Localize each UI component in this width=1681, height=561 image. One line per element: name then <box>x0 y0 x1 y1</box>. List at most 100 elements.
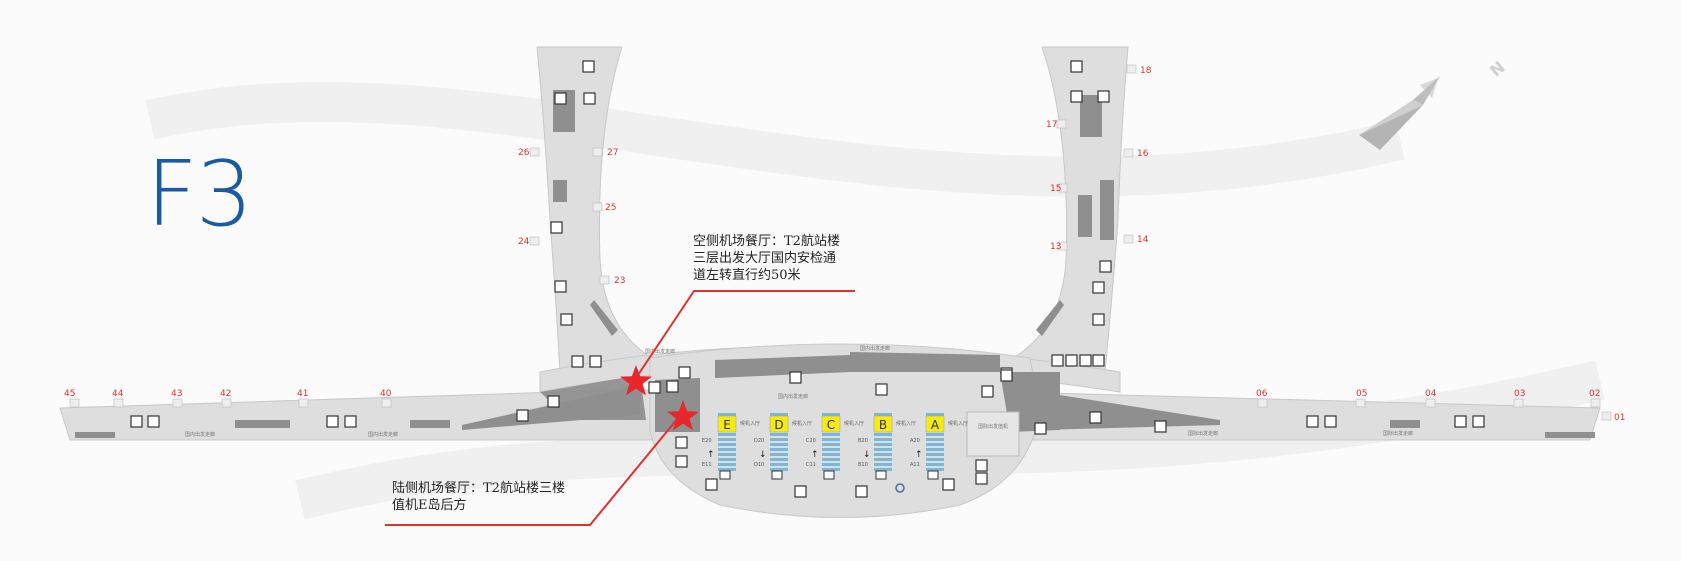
gate-number: 18 <box>1140 66 1152 76</box>
island-letter: C <box>827 418 835 432</box>
callout-line-text: 三层出发大厅国内安检通 <box>693 251 837 266</box>
callout-line-landside <box>385 411 684 526</box>
gate-number: 40 <box>380 389 392 399</box>
checkin-counter <box>822 443 840 446</box>
elevator-icon <box>1051 354 1064 367</box>
checkin-counter <box>874 458 892 461</box>
info-desk-icon <box>895 483 905 493</box>
intl-checkin-area: 国际出发值机 <box>966 411 1020 457</box>
checkin-counter <box>926 443 944 446</box>
checkin-counter <box>770 463 788 466</box>
checkin-counter <box>822 448 840 451</box>
ticket-icon <box>927 470 939 480</box>
checkin-counter <box>822 438 840 441</box>
checkin-counter <box>874 443 892 446</box>
island-range-bottom: B10 <box>858 462 868 468</box>
elevator-icon <box>1454 415 1467 428</box>
gate-number: 26 <box>518 148 530 158</box>
checkin-counter <box>770 458 788 461</box>
elevator-icon <box>326 415 339 428</box>
escalator-icon <box>705 478 718 491</box>
island-range-top: B20 <box>858 438 868 444</box>
restroom-icon <box>678 366 691 379</box>
checkin-counter <box>770 443 788 446</box>
gate-number: 14 <box>1137 235 1149 245</box>
checkin-counter <box>770 448 788 451</box>
checkin-counter <box>718 468 736 471</box>
island-sign <box>769 415 789 433</box>
island-range-bottom: C11 <box>806 462 816 468</box>
checkin-counter <box>822 463 840 466</box>
gate-number: 03 <box>1514 389 1525 399</box>
callout-line-text: 陆侧机场餐厅：T2航站楼三楼 <box>392 481 565 496</box>
checkin-counter <box>718 438 736 441</box>
checkin-counter <box>718 458 736 461</box>
gate-number: 27 <box>607 148 618 158</box>
checkin-counter <box>822 458 840 461</box>
restroom-icon <box>1099 260 1112 273</box>
restroom-icon <box>1089 411 1102 424</box>
restroom-icon <box>516 409 529 422</box>
checkin-counter <box>718 463 736 466</box>
checkin-counter <box>874 438 892 441</box>
gate-number: 24 <box>518 237 530 247</box>
restroom-icon <box>975 472 988 485</box>
island-range-top: A20 <box>910 438 920 444</box>
checkin-counter <box>718 413 736 416</box>
gate-number: 17 <box>1046 120 1057 130</box>
checkin-counter <box>770 438 788 441</box>
checkin-counter <box>874 433 892 436</box>
corridor-label-east-b: 国际出发走廊 <box>1383 430 1413 437</box>
restroom-icon <box>1097 90 1110 103</box>
island-sign <box>821 415 841 433</box>
checkin-counter <box>822 468 840 471</box>
restaurant-markers <box>620 365 699 431</box>
floor-label: F3 <box>146 142 253 247</box>
checkin-counter <box>822 433 840 436</box>
gate-number: 44 <box>112 389 124 399</box>
corridor-label-domestic-center: 国内出发走廊 <box>778 393 808 400</box>
island-entry-sign: 候机入厅 <box>844 420 864 427</box>
restroom-icon <box>147 415 160 428</box>
elevator-icon <box>789 371 802 384</box>
restroom-icon <box>1472 415 1485 428</box>
elevator-icon <box>1154 420 1167 433</box>
island-range-bottom: E11 <box>702 462 712 468</box>
restroom-icon <box>1092 313 1105 326</box>
checkin-counter <box>718 448 736 451</box>
checkin-counter <box>926 463 944 466</box>
direction-arrow-icon: ↑ <box>811 450 819 460</box>
ticket-icon <box>719 470 731 480</box>
checkin-counter <box>874 463 892 466</box>
island-range-bottom: A11 <box>910 462 920 468</box>
gate-number: 06 <box>1256 389 1268 399</box>
dark-zones <box>75 90 1595 438</box>
facility-icons <box>130 60 1485 498</box>
island-letter: D <box>774 418 783 432</box>
checkin-counter <box>718 453 736 456</box>
escalator-icon <box>589 355 602 368</box>
elevator-icon <box>130 415 143 428</box>
elevator-icon <box>571 355 584 368</box>
checkin-counter <box>822 453 840 456</box>
gate-number: 41 <box>297 389 308 399</box>
restroom-icon <box>560 313 573 326</box>
elevator-icon <box>1034 422 1047 435</box>
escalator-icon <box>583 92 596 105</box>
elevator-icon <box>675 455 688 468</box>
escalator-icon <box>1070 90 1083 103</box>
island-range-top: D20 <box>754 438 764 444</box>
restroom-icon <box>875 383 888 396</box>
intl-checkin-label: 国际出发值机 <box>978 423 1008 430</box>
elevator-icon <box>666 380 679 393</box>
island-entry-sign: 候机入厅 <box>740 420 760 427</box>
callout-line-text: 道左转直行约50米 <box>693 268 801 283</box>
corridor-label-east-a: 国际出发走廊 <box>1188 430 1218 437</box>
gate-numbers: 23 24 25 26 27 13 14 15 16 17 18 40 41 4… <box>64 66 1625 423</box>
compass-north-label: N <box>1486 57 1508 80</box>
